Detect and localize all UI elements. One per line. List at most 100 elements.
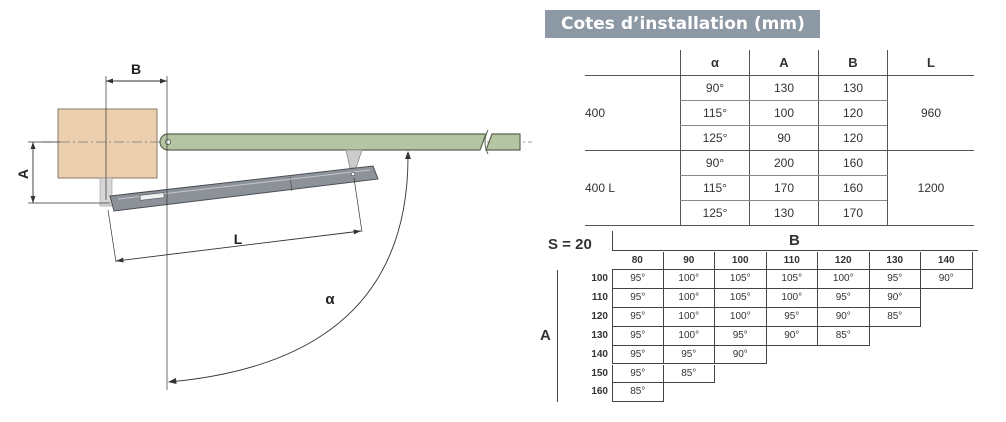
a-cell: 130 [749, 75, 819, 101]
dim-a-arrow-t [30, 142, 36, 149]
angle-value-cell: 90° [766, 326, 818, 346]
b-column-header: 140 [921, 252, 973, 270]
angle-value-cell: 100° [663, 307, 715, 327]
b-cell: 160 [818, 175, 888, 201]
angle-value-cell: 100° [663, 326, 715, 346]
dim-l-arrow-l [116, 257, 124, 263]
angle-value-cell: 95° [663, 345, 715, 365]
angle-value-cell: 85° [869, 307, 921, 327]
angle-arrow-top [405, 151, 411, 159]
dim-a-arrow-b [30, 196, 36, 203]
alpha-cell: 125° [680, 200, 750, 226]
alpha-cell: 125° [680, 125, 750, 151]
angle-value-cell: 85° [612, 383, 664, 403]
a-row-label: 110 [591, 291, 608, 303]
angle-value-cell: 90° [818, 307, 870, 327]
a-rows-line [557, 270, 558, 402]
operator-pivot [350, 171, 356, 177]
angle-value-cell: 95° [715, 326, 767, 346]
a-row-label: 140 [591, 348, 608, 360]
gate-break-mark [484, 129, 489, 155]
angle-value-cell: 100° [715, 307, 767, 327]
b-cell: 120 [818, 100, 888, 126]
angle-arrow-bottom [168, 378, 177, 384]
table-row: 115° 170 160 [585, 175, 974, 201]
stroke-label: S = 20 [548, 236, 592, 253]
angle-value-cell: 100° [663, 288, 715, 308]
a-row-label: 120 [591, 310, 608, 322]
b-cell: 130 [818, 75, 888, 101]
a-cell: 200 [749, 150, 819, 176]
dim-a-label: A [15, 169, 31, 179]
angle-value-cell: 95° [766, 307, 818, 327]
dim-b-arrow-r [160, 78, 167, 84]
a-cell: 90 [749, 125, 819, 151]
angle-value-cell: 90° [869, 288, 921, 308]
angle-value-cell: 100° [818, 270, 870, 289]
l-cell: 1200 [887, 150, 974, 226]
pillar-block [57, 108, 158, 179]
angle-arc [168, 152, 409, 383]
a-row-label: 150 [591, 367, 608, 379]
angle-value-cell: 85° [818, 326, 870, 346]
angle-value-cell: 95° [612, 307, 664, 327]
b-header-line [612, 250, 978, 251]
table-row: 125° 130 170 [585, 200, 974, 226]
table-row: 400 90° 130 130 960 [585, 75, 974, 151]
section-title: Cotes d’installation (mm) [545, 10, 820, 38]
model-cell: 400 [585, 75, 681, 151]
table-header-row: α A B L [585, 50, 974, 76]
angle-value-cell: 95° [869, 270, 921, 289]
angle-label: α [325, 291, 335, 308]
header-b: B [818, 50, 888, 76]
operator-slot [139, 192, 165, 201]
front-bracket [345, 149, 363, 169]
a-row-label: 160 [591, 386, 608, 398]
b-column-header: 80 [612, 252, 664, 270]
table-row: 115° 100 120 [585, 100, 974, 126]
header-a: A [749, 50, 819, 76]
install-dimensions-table: α A B L 400 90° 130 130 960 115° 100 120… [585, 50, 974, 226]
a-cell: 130 [749, 200, 819, 226]
angle-value-cell: 85° [663, 364, 715, 384]
b-column-header: 90 [663, 252, 715, 270]
angle-value-cell: 95° [818, 288, 870, 308]
alpha-cell: 115° [680, 100, 750, 126]
table-row: 400 L 90° 200 160 1200 [585, 150, 974, 226]
dim-l-ext-right [353, 177, 363, 233]
angle-value-cell: 95° [612, 364, 664, 384]
b-column-header: 120 [818, 252, 870, 270]
gate-hinge [165, 139, 171, 145]
angle-value-cell: 95° [612, 270, 664, 289]
alpha-cell: 90° [680, 150, 750, 176]
a-row-label: 100 [591, 273, 608, 284]
installation-diagram: B A L α [15, 61, 532, 390]
header-model [585, 50, 681, 76]
model-cell: 400 L [585, 150, 681, 226]
dim-l-ext-left [107, 209, 117, 263]
angle-value-cell: 95° [612, 345, 664, 365]
a-cell: 100 [749, 100, 819, 126]
angle-value-cell: 95° [612, 288, 664, 308]
angle-value-cell: 100° [766, 288, 818, 308]
b-left-bracket [612, 231, 613, 251]
a-row-label: 130 [591, 329, 608, 341]
dim-b-arrow-l [106, 78, 113, 84]
alpha-cell: 115° [680, 175, 750, 201]
l-cell: 960 [887, 75, 974, 151]
dim-b-label: B [131, 61, 141, 77]
header-alpha: α [680, 50, 750, 76]
table-row: 125° 90 120 [585, 125, 974, 151]
gate-leaf-end [485, 133, 521, 151]
b-column-header: 100 [715, 252, 767, 270]
b-axis-label: B [789, 232, 800, 249]
angle-value-cell: 90° [921, 270, 973, 289]
angle-value-cell: 105° [766, 270, 818, 289]
b-column-header: 110 [766, 252, 818, 270]
b-cell: 170 [818, 200, 888, 226]
dim-l-arrow-r [353, 229, 361, 235]
a-cell: 170 [749, 175, 819, 201]
header-l: L [887, 50, 974, 76]
alpha-cell: 90° [680, 75, 750, 101]
angle-value-cell: 105° [715, 270, 767, 289]
